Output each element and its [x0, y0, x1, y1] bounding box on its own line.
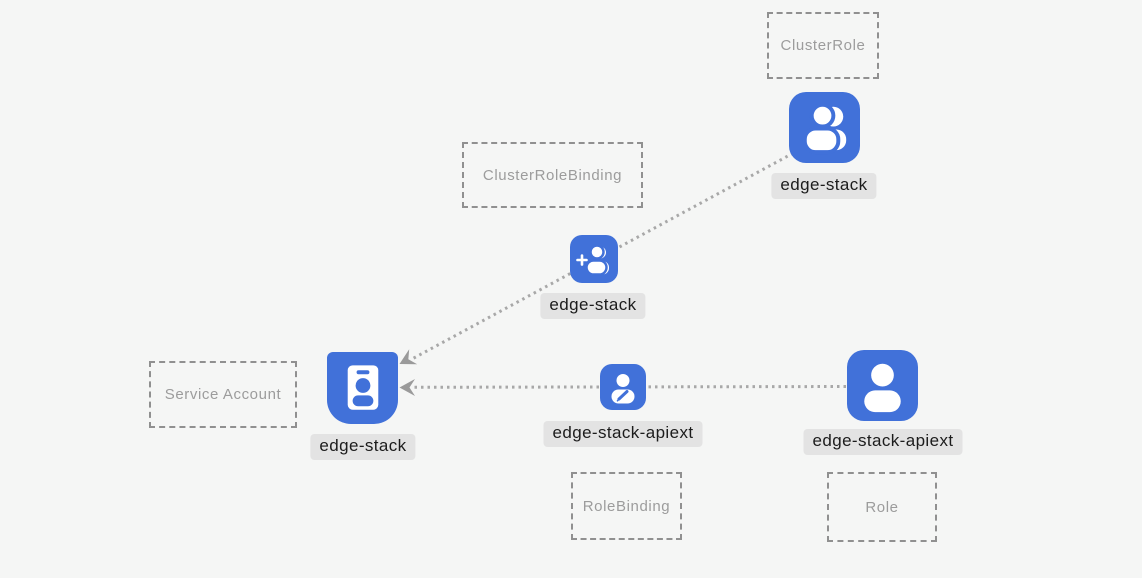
type-box-serviceaccount: Service Account — [149, 361, 297, 428]
arrowhead-role-edge — [399, 379, 415, 396]
type-box-label: ClusterRoleBinding — [482, 166, 623, 184]
user-icon — [864, 363, 901, 413]
user-plus-icon — [576, 244, 609, 276]
node-role-edge-stack-apiext[interactable] — [847, 350, 918, 421]
node-clusterrole-edge-stack[interactable] — [789, 92, 860, 163]
type-box-label: ClusterRole — [780, 37, 866, 54]
type-box-label: Role — [865, 498, 899, 516]
type-box-clusterrolebinding: ClusterRoleBinding — [462, 142, 643, 208]
type-box-label: Service Account — [164, 386, 282, 403]
node-label-serviceaccount: edge-stack — [310, 434, 416, 460]
arrowhead-clusterrole-edge — [399, 349, 418, 365]
node-rolebinding-edge-stack-apiext[interactable] — [600, 364, 646, 410]
edge-clusterrole-to-serviceaccount — [411, 148, 800, 361]
type-box-rolebinding: RoleBinding — [571, 472, 682, 540]
node-serviceaccount-edge-stack[interactable] — [327, 352, 398, 424]
id-badge-icon — [347, 365, 379, 410]
type-box-label: RoleBinding — [582, 497, 671, 515]
node-clusterrolebinding-edge-stack[interactable] — [570, 235, 618, 283]
user-edit-icon — [611, 374, 635, 404]
type-box-role: Role — [827, 472, 937, 542]
type-box-clusterrole: ClusterRole — [767, 12, 879, 79]
node-label-rolebinding: edge-stack-apiext — [543, 421, 703, 447]
node-label-clusterrole: edge-stack — [771, 173, 877, 199]
users-icon — [802, 102, 847, 155]
node-label-clusterrolebinding: edge-stack — [540, 293, 646, 319]
node-label-role: edge-stack-apiext — [803, 429, 963, 455]
